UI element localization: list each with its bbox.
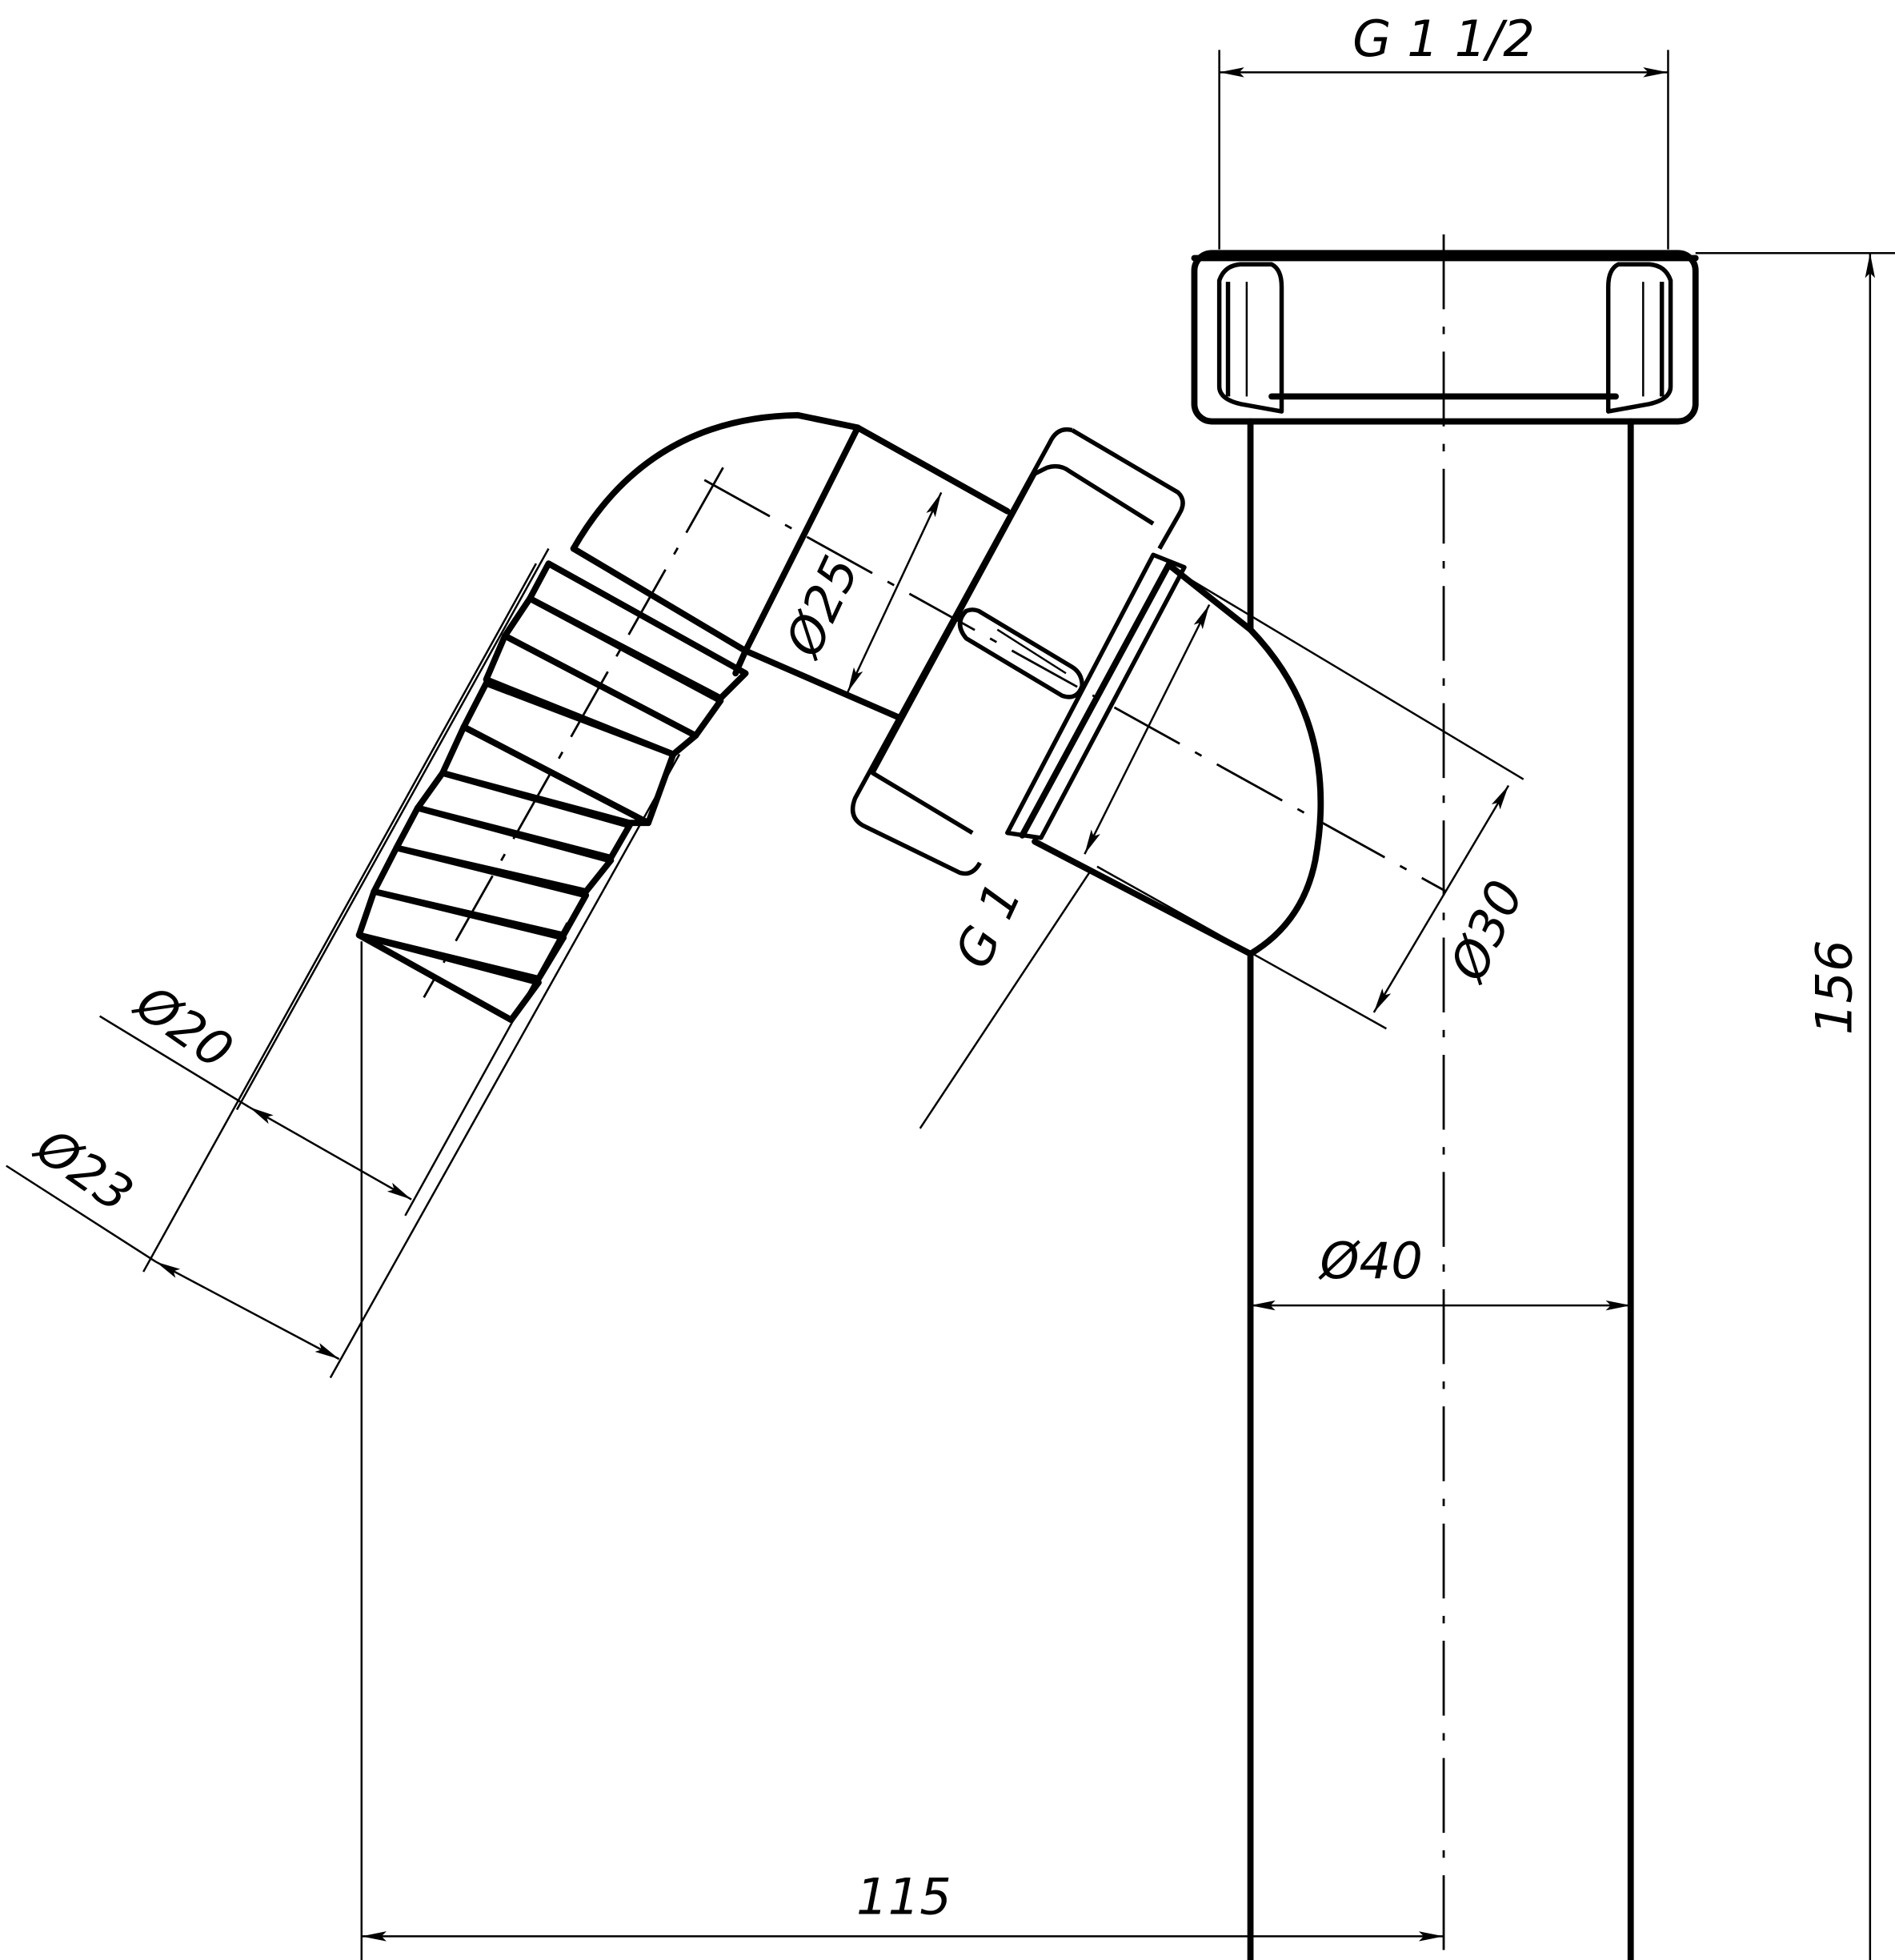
dim-d20: Ø20	[123, 972, 242, 1080]
top-nut	[1191, 250, 1699, 425]
dim-top-thread: G 1 1/2	[1352, 10, 1535, 68]
dim-d40: Ø40	[1318, 1232, 1423, 1290]
dim-height: 156	[1805, 940, 1863, 1035]
main-pipe	[1191, 234, 1699, 1960]
dimensions: G 1 1/2 156 115 Ø40 Ø25 Ø30 G 1 Ø20	[6, 10, 1895, 1960]
dim-width: 115	[856, 1867, 952, 1926]
hose-elbow	[355, 411, 1447, 1024]
dim-side-thread: G 1	[943, 874, 1033, 976]
gasket-left	[1216, 262, 1284, 414]
dim-d23: Ø23	[24, 1116, 143, 1224]
union-nut	[850, 427, 1185, 876]
washer	[1005, 552, 1187, 840]
dim-d30: Ø30	[1437, 872, 1535, 992]
branch-union	[850, 427, 1254, 1129]
gasket-right	[1605, 262, 1673, 414]
branch-centerline	[703, 479, 1447, 893]
branch-junction	[1247, 626, 1324, 957]
